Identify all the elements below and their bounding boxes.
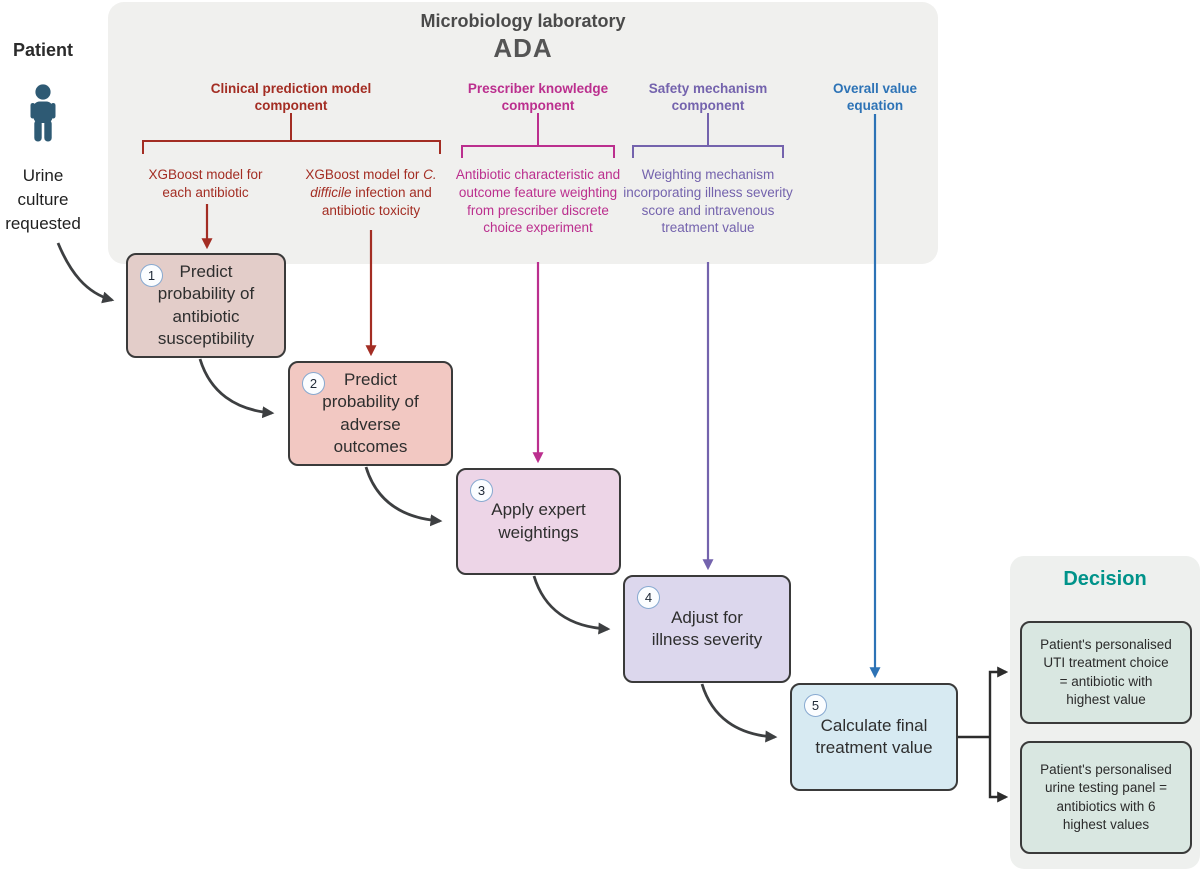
microbiology-lab-panel — [108, 2, 938, 264]
step-1-number-badge: 1 — [140, 264, 163, 287]
patient-label: Patient — [12, 40, 73, 60]
step-5-box: 5 Calculate final treatment value — [790, 683, 958, 791]
lab-name: ADA — [493, 33, 553, 63]
component-overall-heading: Overall value equation — [832, 81, 918, 114]
safety-description: Weighting mechanism incorporating illnes… — [623, 167, 793, 236]
arrow-patient-to-step1 — [56, 242, 115, 304]
step-1-label: Predict probability of antibiotic suscep… — [157, 262, 255, 348]
step-5-label: Calculate final treatment value — [815, 715, 933, 757]
step-3-number-badge: 3 — [470, 479, 493, 502]
clinical-input-antibiotic-model: XGBoost model for each antibiotic — [148, 167, 263, 200]
step-2-label: Predict probability of adverse outcomes — [322, 370, 419, 456]
step-3-label: Apply expert weightings — [491, 500, 586, 542]
step-1-box: 1 Predict probability of antibiotic susc… — [126, 253, 286, 358]
arrow-step4-to-step5 — [700, 683, 778, 743]
decision-outcome-treatment-choice: Patient's personalised UTI treatment cho… — [1020, 621, 1192, 724]
component-clinical-heading: Clinical prediction model component — [210, 81, 372, 114]
prescriber-description: Antibiotic characteristic and outcome fe… — [455, 167, 621, 236]
arrow-step2-to-step3 — [364, 466, 443, 527]
step-2-box: 2 Predict probability of adverse outcome… — [288, 361, 453, 466]
cdiff-text-pre: XGBoost model for — [305, 167, 424, 182]
clinical-input-cdiff-model: XGBoost model for C. difficile infection… — [293, 166, 449, 219]
step-4-number-badge: 4 — [637, 586, 660, 609]
lab-title: Microbiology laboratory — [420, 11, 626, 31]
person-icon — [23, 84, 63, 142]
step-5-number-badge: 5 — [804, 694, 827, 717]
arrow-step3-to-step4 — [532, 575, 611, 635]
step-2-number-badge: 2 — [302, 372, 325, 395]
decision-outcome-testing-panel: Patient's personalised urine testing pan… — [1020, 741, 1192, 854]
step-4-box: 4 Adjust for illness severity — [623, 575, 791, 683]
component-safety-heading: Safety mechanism component — [648, 81, 768, 114]
cdiff-italic-species: C. difficile — [310, 167, 437, 200]
patient-caption: Urine culture requested — [5, 166, 81, 234]
branch-to-outcome-1 — [988, 666, 1009, 737]
cdiff-text-post: infection and antibiotic toxicity — [321, 184, 432, 218]
arrow-step1-to-step2 — [198, 358, 275, 419]
decision-title: Decision — [1063, 568, 1147, 590]
component-prescriber-heading: Prescriber knowledge component — [467, 81, 609, 114]
branch-to-outcome-2 — [988, 737, 1009, 803]
step-4-label: Adjust for illness severity — [651, 607, 763, 649]
step-3-box: 3 Apply expert weightings — [456, 468, 621, 575]
